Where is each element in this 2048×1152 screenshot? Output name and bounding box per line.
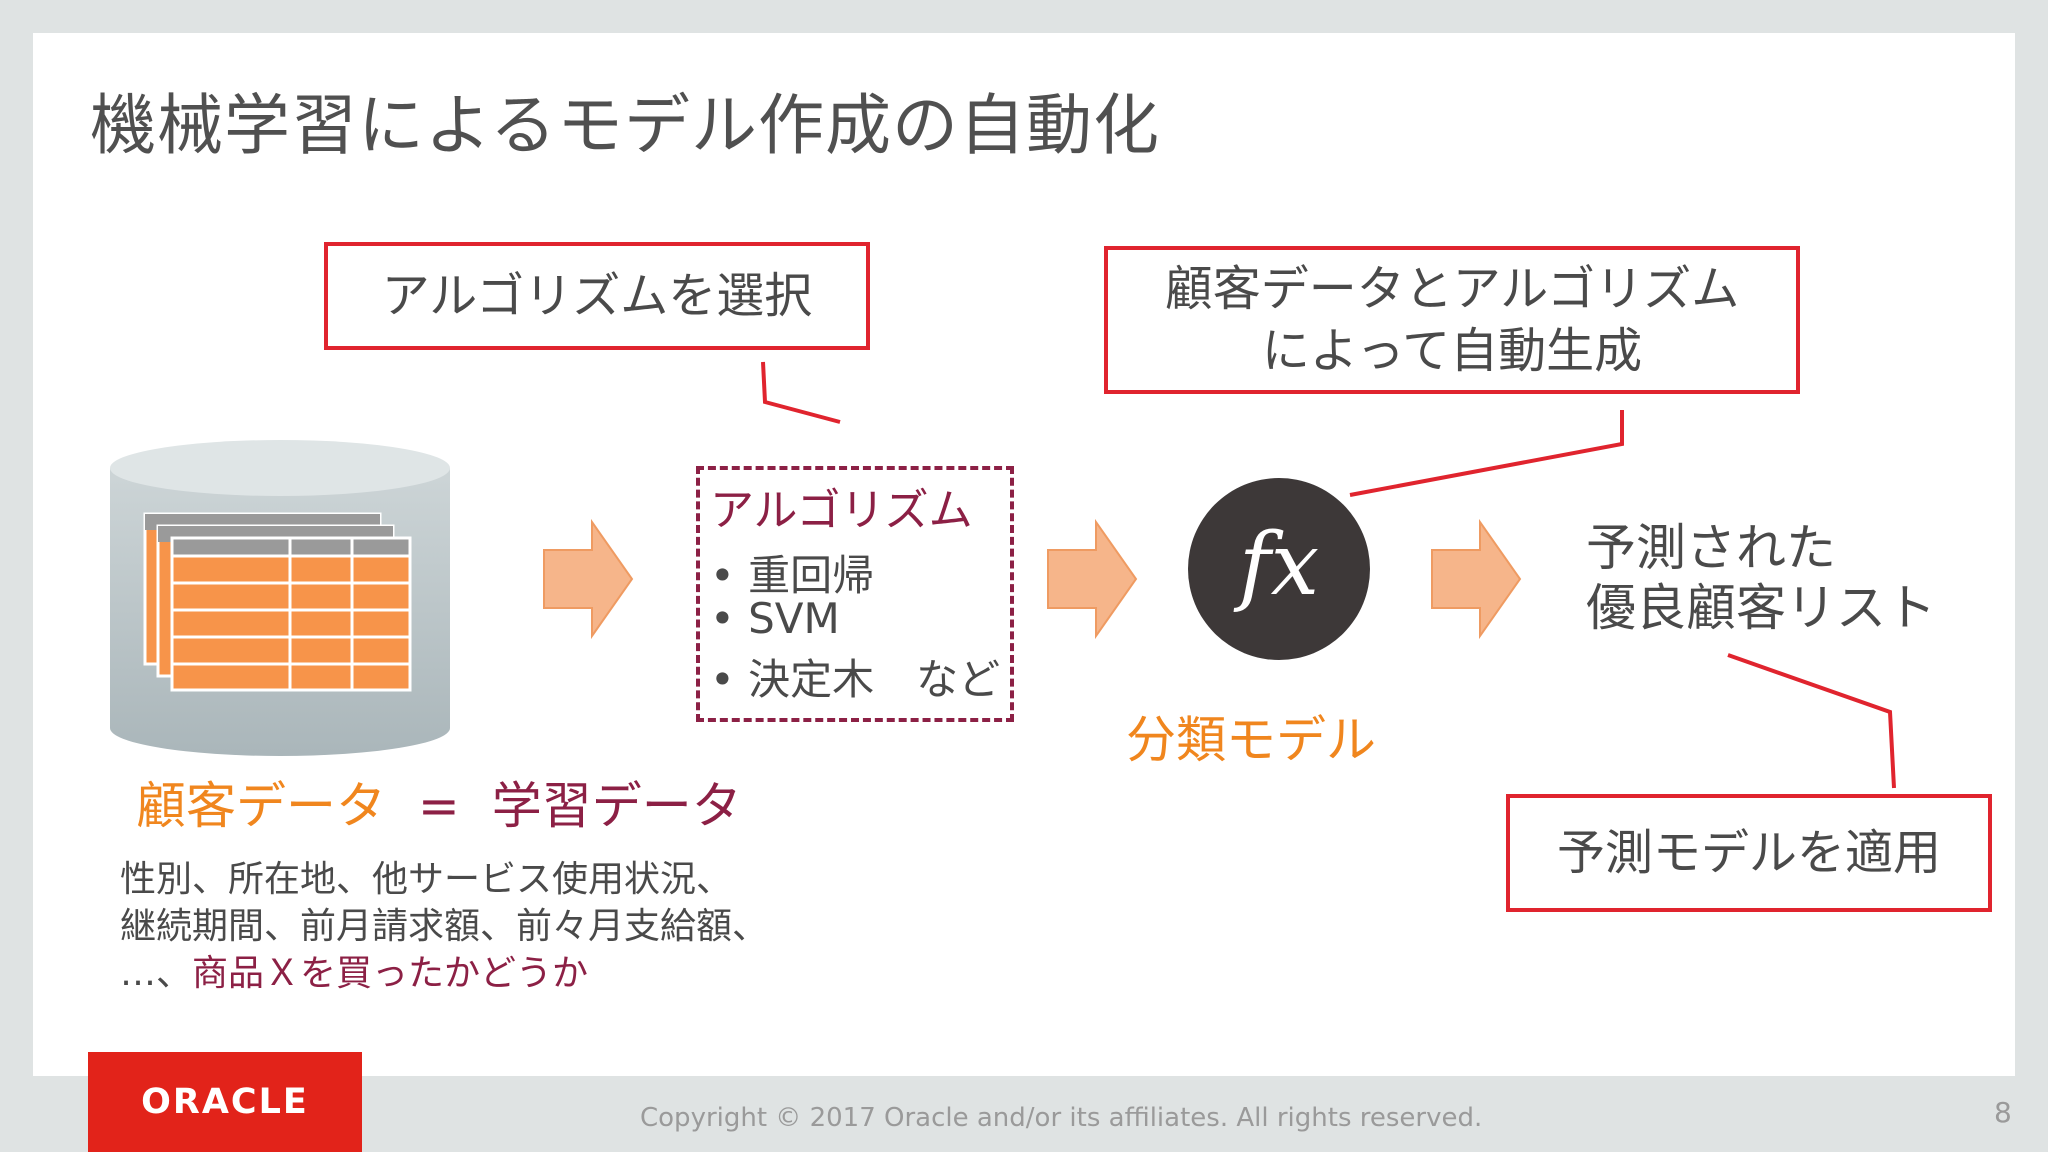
algorithm-box xyxy=(696,466,1014,722)
function-icon: fx xyxy=(1188,478,1370,660)
page-number: 8 xyxy=(1994,1096,2012,1129)
result-line-2: 優良顧客リスト xyxy=(1586,579,1936,637)
algorithm-item: • SVM xyxy=(710,594,840,643)
algorithm-item-label: SVM xyxy=(748,594,840,643)
page-title: 機械学習によるモデル作成の自動化 xyxy=(90,87,1161,164)
connector-auto-generate xyxy=(1349,410,1624,497)
table-sheet-front xyxy=(170,536,412,692)
model-label: 分類モデル xyxy=(1126,711,1376,769)
feature-line: 性別、所在地、他サービス使用状況、 xyxy=(120,859,733,900)
callout-select-algorithm-text: アルゴリズムを選択 xyxy=(381,267,813,324)
algorithm-item-label: 決定木 など xyxy=(748,655,1001,704)
callout-select-algorithm: アルゴリズムを選択 xyxy=(324,242,870,350)
arrow-right-icon xyxy=(1047,518,1138,640)
oracle-logo: ORACLE xyxy=(88,1052,362,1152)
callout-auto-generate-line2: によって自動生成 xyxy=(1261,323,1643,379)
algorithm-title: アルゴリズム xyxy=(710,485,973,536)
feature-line: 継続期間、前月請求額、前々月支給額、 xyxy=(120,906,769,947)
feature-line-highlight: 商品Ｘを買ったかどうか xyxy=(192,953,589,994)
algorithm-item-label: 重回帰 xyxy=(748,551,875,600)
oracle-logo-text: ORACLE xyxy=(141,1082,309,1122)
callout-auto-generate-line1: 顧客データとアルゴリズム xyxy=(1164,260,1740,317)
callout-apply-model-text: 予測モデルを適用 xyxy=(1556,824,1941,881)
data-equation: 顧客データ = 学習データ xyxy=(136,766,742,838)
arrow-right-icon xyxy=(543,518,634,640)
connector-apply-model xyxy=(1727,653,1896,789)
customer-data-label: 顧客データ xyxy=(136,777,386,835)
connector-select-algorithm xyxy=(761,361,841,424)
result-line-1: 予測された xyxy=(1586,519,1836,577)
algorithm-item: • 決定木 など xyxy=(710,655,1001,704)
callout-auto-generate: 顧客データとアルゴリズム によって自動生成 xyxy=(1104,246,1800,394)
equals-sign: = xyxy=(417,777,460,835)
callout-apply-model: 予測モデルを適用 xyxy=(1506,794,1992,912)
feature-list: 性別、所在地、他サービス使用状況、 継続期間、前月請求額、前々月支給額、 …、商… xyxy=(120,856,768,997)
algorithm-item: • 重回帰 xyxy=(710,551,875,600)
training-data-label: 学習データ xyxy=(491,777,742,835)
arrow-right-icon xyxy=(1431,518,1522,640)
function-icon-glyph: fx xyxy=(1233,515,1319,615)
database-icon xyxy=(110,440,450,756)
feature-line-prefix: …、 xyxy=(120,953,193,994)
copyright-text: Copyright © 2017 Oracle and/or its affil… xyxy=(640,1103,1483,1133)
feature-line: …、商品Ｘを買ったかどうか xyxy=(120,950,768,997)
